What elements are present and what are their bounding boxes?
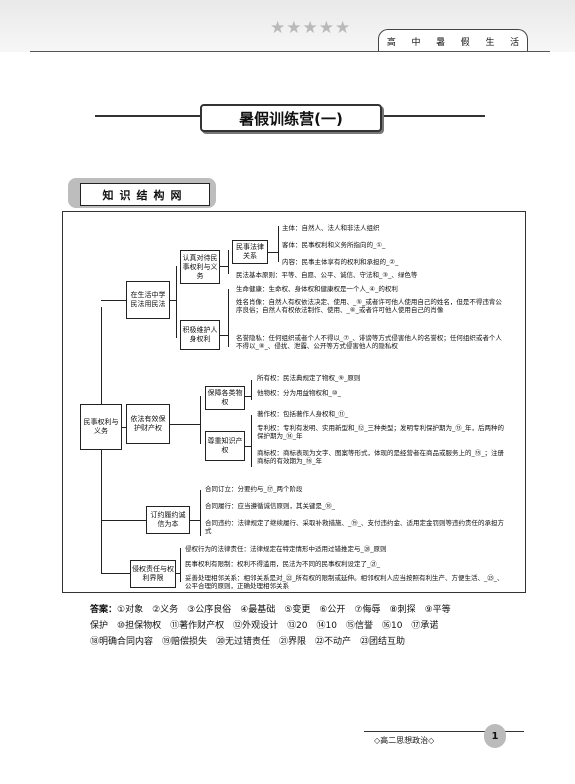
sub-label: 尊重知识产权 [207,437,243,454]
connector [251,415,252,467]
sub-node: 积极维护人身权利 [180,320,220,350]
map-item: 合同履行：应当遵循诚信原则，其关键是_⑱_ [205,502,335,510]
connector [101,520,146,521]
connector [220,335,228,336]
branch-label: 在生活中学民法用民法 [130,291,166,308]
connector [245,446,251,447]
connector [176,573,180,574]
header-tab: 中 [411,37,421,48]
root-node: 民事权利与义务 [80,404,122,450]
map-item: 民事权利有限制：权利不得滥用，民法为不同的民事权利设定了_㉑_ [185,560,380,568]
map-item: 他物权：分为用益物权和_⑩_ [257,389,341,397]
map-item: 名誉隐私：任何组织或者个人不得以_⑦_、诽谤等方式侵害他人的名誉权；任何组织或者… [236,334,502,350]
answer-block: 答案：①对象 ②义务 ③公序良俗 ④最基础 ⑤变更 ⑥公开 ⑦侮辱 ⑧刺探 ⑨平… [90,602,510,650]
header-rule [30,51,550,52]
root-label: 民事权利与义务 [83,418,119,435]
star-decoration-icon: ★★★★★ [270,18,352,38]
connector [251,380,252,400]
connector [101,450,102,573]
connector [101,573,146,574]
title-rule-left [95,115,200,117]
answer-line: 保护 ⑩担保物权 ⑪著作财产权 ⑫外观设计 ⑬20 ⑭10 ⑮信誉 ⑯10 ⑰承… [90,621,439,631]
section-title: 知识结构网 [80,183,210,206]
branch-label: 依法有效保护财产权 [130,415,166,432]
map-item: 合同违约：法律规定了继续履行、采取补救措施、_⑲_、支付违约金、适用定金罚则等违… [205,519,504,535]
sub-node: 认真对待民事权利与义务 [180,250,220,284]
map-item: 姓名肖像：自然人有权依法决定、使用、_⑤_或者许可他人使用自己的姓名，但是不得违… [236,298,502,314]
map-item: 主体：自然人、法人和非法人组织 [282,224,380,232]
footer: ◇高二思想政治◇ [364,731,524,749]
page-title: 暑假训练营(一) [200,104,382,132]
page-number: 1 [484,724,506,748]
sub-label: 认真对待民事权利与义务 [182,253,218,280]
branch-label: 侵权责任与权利界限 [132,565,174,582]
branch-label: 订约履约诚信为本 [150,511,186,528]
sub-label: 保障各类物权 [207,389,243,406]
title-rule-right [380,115,485,117]
footer-subject: ◇高二思想政治◇ [374,736,435,745]
answer-line: ①对象 ②义务 ③公序良俗 ④最基础 ⑤变更 ⑥公开 ⑦侮辱 ⑧刺探 ⑨平等 [117,605,451,615]
connector [245,396,251,397]
connector [170,424,200,425]
header-tab: 假 [460,37,470,48]
connector [268,252,278,253]
group-node: 民事法律关系 [232,240,268,264]
connector [176,266,177,338]
map-item: 内容：民事主体享有的权利和承担的_②_ [282,258,399,266]
sub-node: 保障各类物权 [205,386,245,410]
map-item: 专利权：专利有发明、实用新型和_⑫_三种类型；发明专利保护期为_⑬_年，后两种的… [257,424,504,440]
sub-label: 积极维护人身权利 [182,326,218,343]
connector [200,490,201,536]
connector [101,307,102,404]
map-item: 客体：民事权利和义务所指向的_①_ [282,241,386,249]
connector [228,289,229,347]
group-label: 民事法律关系 [236,243,264,260]
sub-node: 尊重知识产权 [205,431,245,461]
header-tab: 生 [485,37,495,48]
branch-node: 侵权责任与权利界限 [130,560,176,588]
map-item: 著作权：包括著作人身权和_⑪_ [257,410,348,418]
map-item: 民法基本原则：平等、自愿、公平、诚信、守法和_③_、绿色等 [236,271,418,279]
branch-node: 依法有效保护财产权 [126,404,170,444]
map-item: 妥善处理相邻关系：相邻关系是对_㉒_所有权的限制或延伸。相邻权利人应当按照有利生… [185,574,504,590]
connector [101,300,126,301]
map-item: 商标权：商标表现为文字、图案等形式，体现的是经营者在商品或服务上的_⑮_；注册商… [257,449,504,465]
connector [220,266,228,267]
answer-label: 答案： [90,605,118,615]
map-item: 侵权行为的法律责任：法律规定在特定情形中适用过错推定与_⑳_原则 [185,545,387,553]
connector [170,300,176,301]
connector [122,427,126,428]
map-item: 所有权：民法典规定了物权_⑨_原则 [257,374,361,382]
header-tab: 暑 [436,37,446,48]
header-tab: 高 [386,37,396,48]
knowledge-map-frame [62,211,526,593]
answer-line: ⑱明确合同内容 ⑲赔偿损失 ⑳无过错责任 ㉑界限 ㉒不动产 ㉓团结互助 [90,637,406,647]
branch-node: 订约履约诚信为本 [146,506,190,534]
map-item: 合同订立：分要约与_⑰_两个阶段 [205,485,303,493]
header-tab: 活 [510,37,520,48]
connector [278,226,279,262]
connector [200,396,201,444]
connector [180,548,181,582]
header-tab-box: 高 中 暑 假 生 活 [378,29,528,52]
map-item: 生命健康：生命权、身体权和健康权是一个人_④_的权利 [236,285,398,293]
connector [190,520,200,521]
connector [228,250,229,274]
branch-node: 在生活中学民法用民法 [126,281,170,319]
